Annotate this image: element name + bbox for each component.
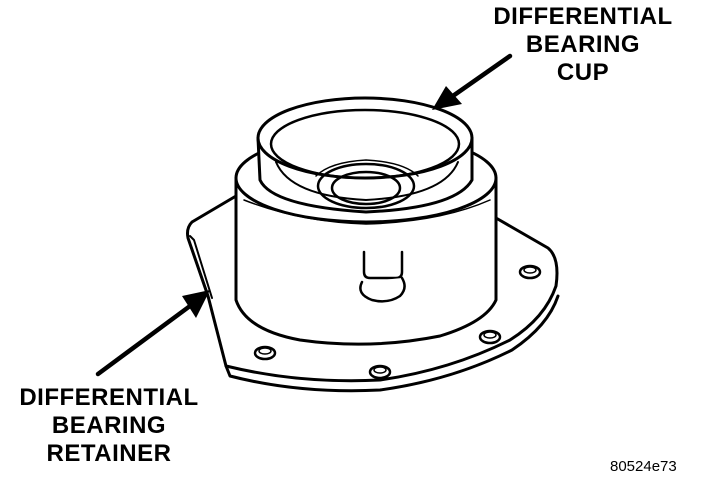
label-line: RETAINER bbox=[46, 440, 172, 467]
figure-id: 80524e73 bbox=[610, 458, 677, 475]
label-line: DIFFERENTIAL bbox=[19, 384, 199, 411]
inner-bore bbox=[316, 162, 416, 210]
label-differential-bearing-retainer: DIFFERENTIAL BEARING RETAINER bbox=[4, 384, 214, 468]
retainer-flange-edge bbox=[224, 294, 560, 393]
housing-notch bbox=[362, 250, 404, 280]
bolt-hole bbox=[368, 364, 392, 380]
cup-leader-arrow bbox=[432, 53, 513, 110]
bolt-hole bbox=[518, 264, 542, 280]
label-line: BEARING bbox=[525, 31, 641, 58]
label-line: CUP bbox=[556, 59, 610, 86]
label-differential-bearing-cup: DIFFERENTIAL BEARING CUP bbox=[478, 3, 688, 87]
label-line: BEARING bbox=[51, 412, 167, 439]
bolt-hole bbox=[478, 329, 502, 345]
retainer-leader-arrow bbox=[95, 290, 210, 377]
bolt-hole bbox=[253, 345, 277, 361]
label-line: DIFFERENTIAL bbox=[493, 3, 673, 30]
